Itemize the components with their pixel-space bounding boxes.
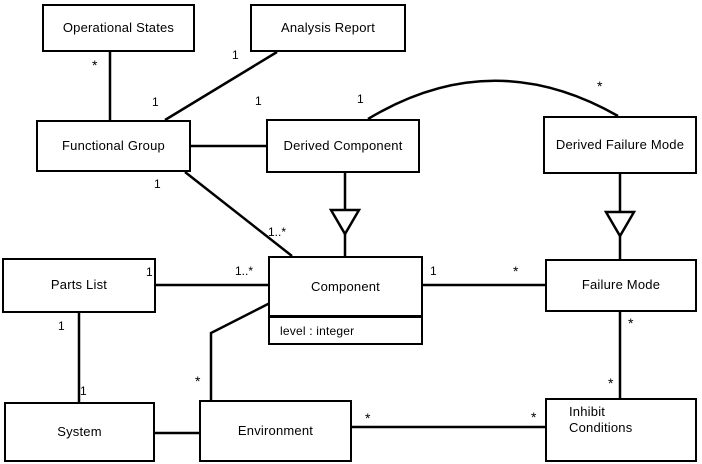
class-name-derived-failure-mode: Derived Failure Mode (555, 136, 685, 152)
class-name-functional-group: Functional Group (62, 137, 165, 153)
generalization-triangle-component (328, 208, 362, 237)
class-attribute-component-level: level : integer (270, 315, 421, 343)
multiplicity-partslist-system-source: 1 (58, 319, 65, 333)
connector-analysisreport-functionalgroup (164, 50, 278, 122)
multiplicity-environment-inhibit-source: * (365, 410, 371, 426)
class-name-analysis-report: Analysis Report (280, 19, 376, 35)
class-box-system[interactable]: System (4, 402, 155, 462)
multiplicity-partslist-system-target: 1 (80, 384, 87, 398)
multiplicity-partslist-component-target: 1..* (235, 264, 254, 278)
class-box-failure-mode[interactable]: Failure Mode (545, 259, 697, 312)
connector-derivedcomp-derivedfm (367, 79, 619, 121)
multiplicity-failuremode-inhibit-source: * (628, 315, 634, 331)
multiplicity-functionalgroup-derivedcomp-target: 1 (255, 94, 262, 108)
connector-component-environment (209, 301, 271, 400)
class-box-operational-states[interactable]: Operational States (42, 4, 195, 52)
class-box-component[interactable]: Component level : integer (268, 256, 423, 345)
multiplicity-opstates-functionalgroup-source: * (92, 57, 98, 73)
multiplicity-functionalgroup-component-target: 1..* (268, 225, 287, 239)
class-box-functional-group[interactable]: Functional Group (36, 120, 191, 172)
class-name-inhibit-conditions: Inhibit Conditions (569, 404, 633, 436)
multiplicity-analysisreport-functionalgroup-source: 1 (232, 48, 239, 62)
generalization-triangle-failuremode (603, 210, 637, 239)
class-name-system: System (57, 423, 102, 439)
class-name-environment: Environment (237, 422, 314, 438)
multiplicity-component-failuremode-source: 1 (430, 264, 437, 278)
multiplicity-component-environment-target: * (195, 373, 201, 389)
class-name-failure-mode: Failure Mode (581, 277, 661, 293)
multiplicity-partslist-component-source: 1 (146, 265, 153, 279)
multiplicity-analysisreport-functionalgroup-target: 1 (152, 95, 159, 109)
multiplicity-environment-inhibit-target: * (531, 409, 537, 425)
multiplicity-failuremode-inhibit-target: * (608, 375, 614, 391)
class-name-derived-component: Derived Component (283, 137, 403, 153)
class-box-parts-list[interactable]: Parts List (2, 258, 156, 313)
multiplicity-derivedcomp-derivedfm-target: * (597, 78, 603, 94)
class-box-derived-failure-mode[interactable]: Derived Failure Mode (543, 116, 697, 174)
class-box-inhibit-conditions[interactable]: Inhibit Conditions (545, 398, 697, 462)
class-box-analysis-report[interactable]: Analysis Report (250, 4, 406, 52)
class-name-operational-states: Operational States (62, 19, 175, 35)
class-box-environment[interactable]: Environment (199, 400, 352, 462)
connector-functionalgroup-component (184, 171, 293, 257)
class-name-parts-list: Parts List (50, 277, 108, 293)
multiplicity-component-failuremode-target: * (513, 263, 519, 279)
multiplicity-functionalgroup-component-source: 1 (154, 177, 161, 191)
class-name-component: Component (310, 279, 380, 294)
class-box-derived-component[interactable]: Derived Component (266, 119, 420, 173)
multiplicity-derivedcomp-derivedfm-source: 1 (357, 92, 364, 106)
